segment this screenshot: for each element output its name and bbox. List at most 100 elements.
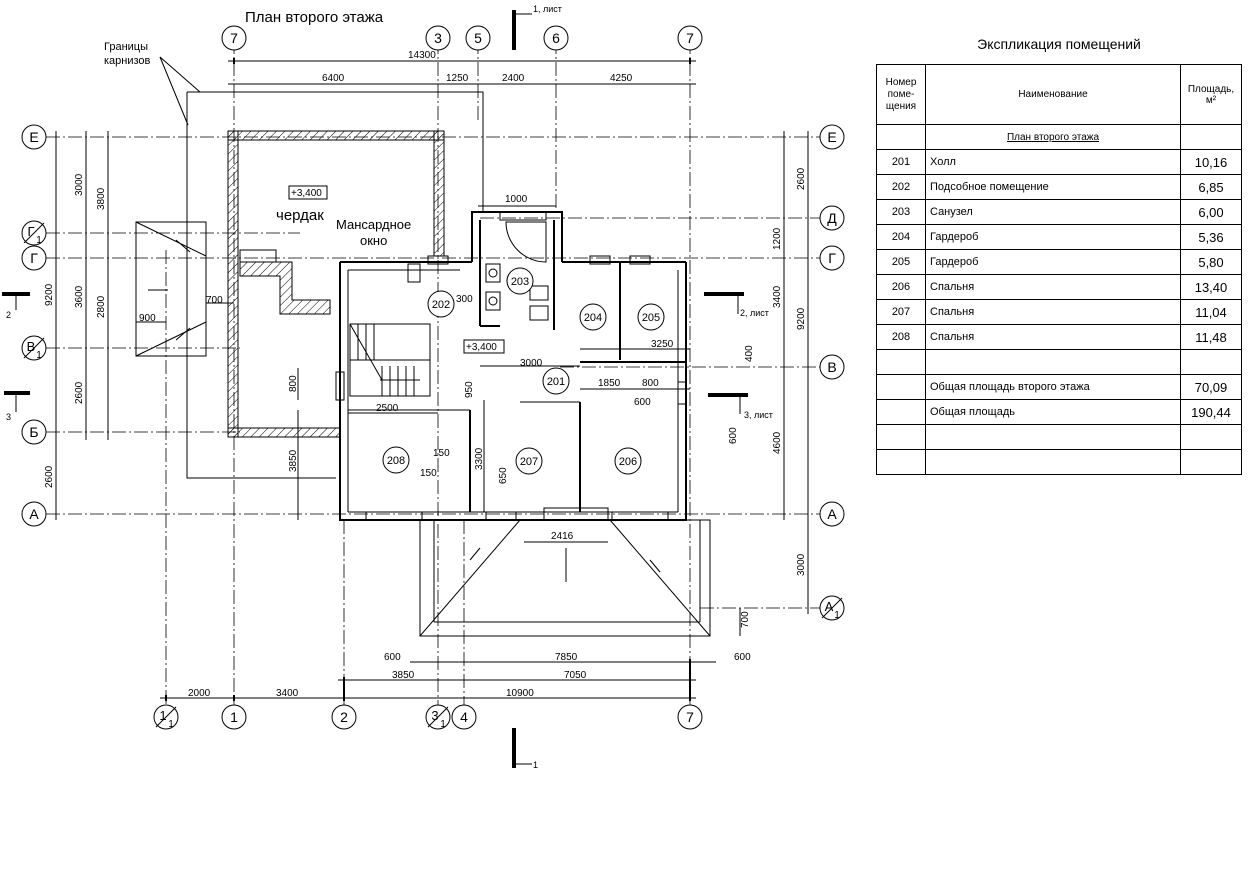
table-empty-row — [876, 449, 1242, 475]
svg-text:3000: 3000 — [796, 553, 807, 576]
svg-text:1: 1 — [230, 709, 238, 725]
col-area-header: Площадь, м² — [1180, 64, 1242, 125]
svg-text:Д: Д — [827, 210, 837, 226]
svg-text:2: 2 — [6, 310, 11, 320]
svg-text:206: 206 — [619, 456, 637, 468]
axis-bubble-left-g1: Г 1 — [21, 220, 47, 246]
svg-text:Г: Г — [828, 250, 836, 266]
axis-bubble-bottom-1: 1 — [221, 704, 247, 730]
svg-text:204: 204 — [584, 312, 602, 324]
svg-text:3400: 3400 — [772, 285, 783, 308]
axis-bubble-top-5: 5 — [465, 25, 491, 51]
svg-text:3: 3 — [434, 30, 442, 46]
axis-bubble-bottom-7: 7 — [677, 704, 703, 730]
room-203: 203 — [506, 267, 534, 295]
room-205: 205 — [637, 303, 665, 331]
svg-text:208: 208 — [387, 455, 405, 467]
explication-table: Номер поме- щения Наименование Площадь, … — [876, 64, 1242, 475]
svg-text:207: 207 — [520, 456, 538, 468]
svg-text:300: 300 — [456, 294, 473, 305]
bottom-porch-roof — [419, 519, 711, 637]
svg-text:7: 7 — [230, 30, 238, 46]
room-202: 202 — [427, 290, 455, 318]
axis-bubble-bottom-4: 4 — [451, 704, 477, 730]
room-206: 206 — [614, 447, 642, 475]
svg-text:2: 2 — [340, 709, 348, 725]
section-mark-3: 3 3, лист — [4, 391, 773, 422]
svg-text:7: 7 — [686, 30, 694, 46]
svg-text:203: 203 — [511, 276, 529, 288]
svg-text:600: 600 — [384, 652, 401, 663]
svg-text:700: 700 — [206, 295, 223, 306]
svg-text:3800: 3800 — [96, 187, 107, 210]
svg-text:1: 1 — [36, 350, 42, 361]
level-tag-landing — [463, 339, 505, 354]
svg-text:1: 1 — [36, 235, 42, 246]
svg-text:2500: 2500 — [376, 403, 399, 414]
section-mark-2: 2 2, лист — [2, 292, 769, 320]
room-204: 204 — [579, 303, 607, 331]
svg-text:7850: 7850 — [555, 652, 578, 663]
axis-bubble-right-a: А — [819, 501, 845, 527]
svg-text:150: 150 — [433, 448, 450, 459]
svg-text:600: 600 — [634, 397, 651, 408]
explication-panel: Экспликация помещений Номер поме- щения … — [876, 36, 1242, 475]
table-empty-row — [876, 349, 1242, 375]
svg-text:2600: 2600 — [74, 381, 85, 404]
svg-text:4250: 4250 — [610, 73, 633, 84]
dormer-label-2: окно — [360, 233, 387, 248]
axis-bubble-right-d: Д — [819, 205, 845, 231]
axis-bubble-left-v1: В 1 — [21, 335, 47, 361]
svg-text:1: 1 — [834, 610, 840, 621]
svg-text:1850: 1850 — [598, 378, 621, 389]
axis-bubble-top-6: 6 — [543, 25, 569, 51]
svg-text:3, лист: 3, лист — [744, 410, 773, 420]
svg-text:600: 600 — [734, 652, 751, 663]
svg-text:2000: 2000 — [188, 688, 211, 699]
axis-bubble-bottom-1-1: 1 1 — [153, 704, 179, 730]
axis-bubble-left-b: Б — [21, 419, 47, 445]
attic-label: чердак — [276, 207, 324, 224]
room-201: 201 — [542, 367, 570, 395]
left-dimensions: 3000 3800 3600 2800 2600 9200 2600 — [44, 131, 109, 520]
svg-text:7: 7 — [686, 709, 694, 725]
room-208: 208 — [382, 446, 410, 474]
top-dimensions: 14300 6400 1250 2400 4250 1000 — [228, 50, 696, 207]
svg-text:3850: 3850 — [392, 670, 415, 681]
svg-text:1: 1 — [168, 719, 174, 730]
svg-text:7050: 7050 — [564, 670, 587, 681]
table-empty-row — [876, 424, 1242, 450]
svg-text:14300: 14300 — [408, 50, 436, 61]
table-section-row: План второго этажа — [876, 124, 1242, 150]
axis-bubble-left-e: Е — [21, 124, 47, 150]
right-dimensions: 2600 1200 3400 9200 600 4600 3000 700 — [728, 131, 809, 636]
axis-bubble-top-7a: 7 — [221, 25, 247, 51]
explication-title: Экспликация помещений — [977, 36, 1141, 52]
axis-bubble-left-g: Г — [21, 245, 47, 271]
svg-text:3: 3 — [6, 412, 11, 422]
col-num-header: Номер поме- щения — [876, 64, 926, 125]
table-header-row: Номер поме- щения Наименование Площадь, … — [876, 64, 1242, 125]
axis-bubble-right-g: Г — [819, 245, 845, 271]
col-name-header: Наименование — [925, 64, 1181, 125]
svg-text:400: 400 — [744, 345, 755, 362]
svg-text:9200: 9200 — [796, 307, 807, 330]
svg-text:600: 600 — [728, 427, 739, 444]
section-mark-1-bottom: 1 — [512, 728, 538, 770]
svg-text:2600: 2600 — [796, 167, 807, 190]
svg-text:А: А — [827, 506, 837, 522]
level-tag-attic — [288, 185, 328, 200]
interior-dimensions: 300 3000 3250 1850 800 600 400 2500 800 … — [136, 294, 755, 543]
svg-text:2416: 2416 — [551, 531, 574, 542]
svg-text:205: 205 — [642, 312, 660, 324]
svg-text:900: 900 — [139, 313, 156, 324]
